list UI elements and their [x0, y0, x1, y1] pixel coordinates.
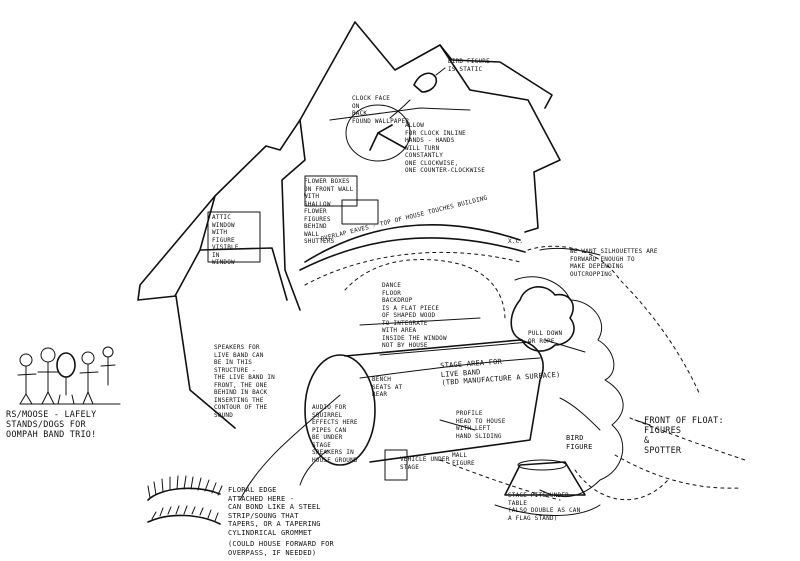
- flower-boxes-note: FLOWER BOXES ON FRONT WALL WITH SHALLOW …: [304, 178, 354, 245]
- pull-down-note: PULL DOWN OR ROPE: [528, 330, 563, 345]
- clock-face-note: CLOCK FACE ON BACK FOUND WALLPAPER: [352, 95, 410, 125]
- float-base: [439, 417, 746, 501]
- band-figures-icon: [17, 346, 121, 405]
- speakers-note: SPEAKERS FOR LIVE BAND CAN BE IN THIS ST…: [214, 344, 275, 419]
- mall-figure-note: MALL FIGURE: [452, 452, 475, 467]
- house-outline: [137, 21, 561, 429]
- dance-floor-note: DANCE FLOOR BACKDROP IS A FLAT PIECE OF …: [382, 282, 447, 349]
- oompah-band-note: RS/MOOSE - LAFELY STANDS/DOGS FOR OOMPAH…: [6, 410, 97, 440]
- attic-window-note: ATTIC WINDOW WITH FIGURE VISIBLE IN WIND…: [212, 214, 239, 266]
- clock-icon: [345, 104, 411, 162]
- fringe-swatch-icon: [147, 475, 223, 525]
- profile-head-note: PROFILE HEAD TO HOUSE WITH LEFT HAND SLI…: [456, 410, 506, 440]
- bird-figure-note: BIRD FIGURE IS STATIC: [448, 58, 490, 73]
- bird-figure-2-note: BIRD FIGURE: [566, 434, 593, 451]
- attic-window-icon: [207, 175, 379, 263]
- dance-floor-backdrop: [344, 259, 506, 326]
- bird-figure-icon: [413, 67, 446, 93]
- front-float-note: FRONT OF FLOAT: FIGURES & SPOTTER: [644, 416, 724, 456]
- floral-edge-note: FLORAL EDGE ATTACHED HERE - CAN BOND LIK…: [228, 486, 321, 537]
- pot-stand-note: STAGE PITS UNDER TABLE (ALSO DOUBLE AS C…: [508, 492, 581, 522]
- tree-figure-icon: [510, 286, 575, 352]
- silhouettes-note: WE WANT SILHOUETTES ARE FORWARD ENOUGH T…: [570, 248, 658, 278]
- audio-squirrel-note: AUDIO FOR SQUIRREL EFFECTS HERE PIPES CA…: [312, 404, 358, 464]
- bench-note: BENCH SEATS AT REAR: [372, 376, 403, 398]
- pot-stand-icon: [494, 459, 601, 516]
- clock-hands-note: ALLOW FOR CLOCK INLINE HANDS - HANDS WIL…: [405, 122, 486, 174]
- could-house-forward-note: (COULD HOUSE FORWARD FOR OVERPASS, IF NE…: [228, 540, 334, 557]
- corner-mark-note: X.C.: [508, 238, 524, 245]
- vehicle-under-note: VEHICLE UNDER STAGE: [400, 456, 450, 471]
- leader-lines: [239, 99, 651, 501]
